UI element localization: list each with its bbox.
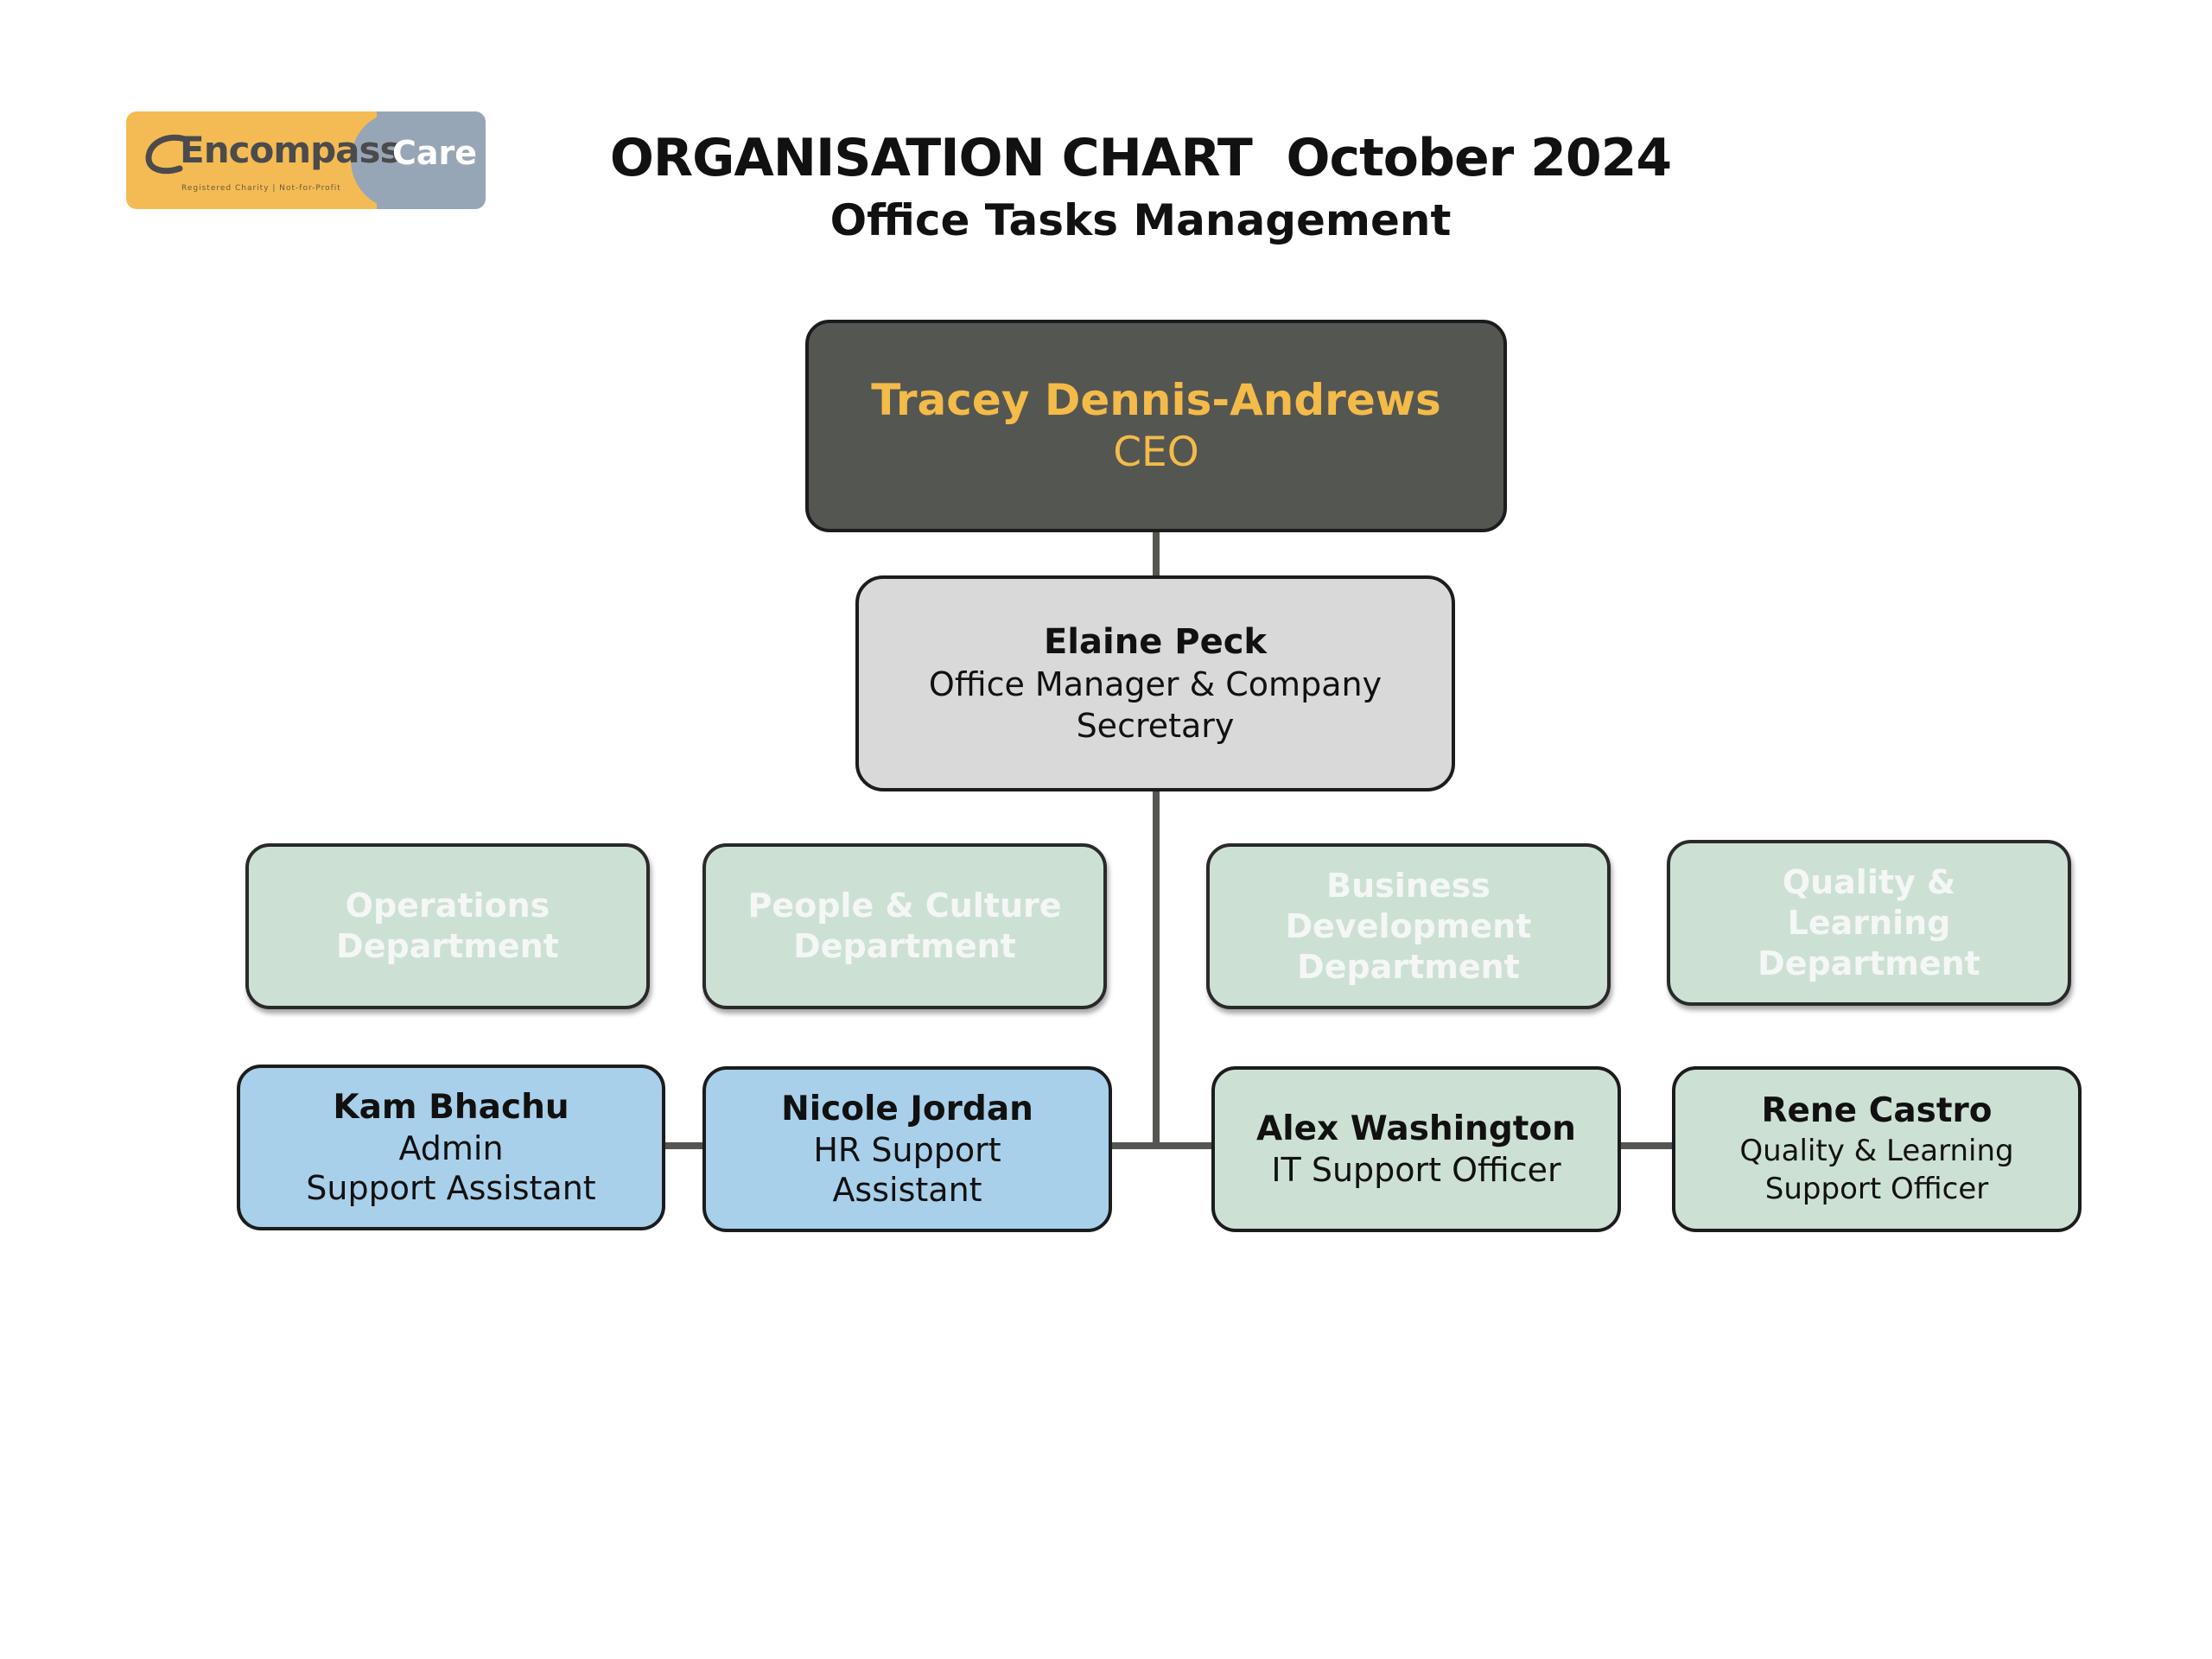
department-business-development: Business Development Department <box>1206 843 1611 1009</box>
connector-horizontal-right <box>1154 1142 1215 1149</box>
staff-name: Nicole Jordan <box>781 1090 1033 1128</box>
department-label-line: Operations <box>345 887 550 925</box>
manager-name: Elaine Peck <box>1043 622 1268 662</box>
connector-alex-rene <box>1614 1142 1675 1149</box>
department-quality-learning: Quality & Learning Department <box>1667 840 2071 1006</box>
staff-nicole-jordan: Nicole Jordan HR Support Assistant <box>702 1066 1112 1232</box>
logo-orange-panel <box>126 111 377 209</box>
logo-swoosh-icon <box>145 134 188 175</box>
staff-rene-castro: Rene Castro Quality & Learning Support O… <box>1672 1066 2082 1232</box>
staff-alex-washington: Alex Washington IT Support Officer <box>1211 1066 1621 1232</box>
staff-role-line: HR Support <box>813 1131 1001 1169</box>
department-label-line: Quality & <box>1782 862 1956 901</box>
staff-role-line: Admin <box>398 1129 504 1167</box>
connector-manager-trunk <box>1153 790 1160 1149</box>
logo-care-text: Care <box>392 134 478 172</box>
manager-role-line: Secretary <box>1076 707 1235 745</box>
staff-name: Kam Bhachu <box>333 1088 569 1127</box>
staff-role-line: Support Officer <box>1764 1172 1989 1206</box>
staff-name: Rene Castro <box>1761 1091 1993 1130</box>
staff-role-line: Support Assistant <box>306 1169 596 1207</box>
department-label-line: Department <box>336 927 559 965</box>
connector-horizontal-left <box>1106 1142 1158 1149</box>
staff-role-line: Assistant <box>832 1171 982 1209</box>
department-label-line: Department <box>1297 947 1520 986</box>
staff-role-line: Quality & Learning <box>1739 1134 2014 1168</box>
manager-role-line: Office Manager & Company <box>928 665 1382 703</box>
department-people-culture: People & Culture Department <box>702 843 1107 1009</box>
connector-ceo-manager <box>1153 531 1160 579</box>
department-label-line: Development <box>1285 906 1532 945</box>
ceo-name: Tracey Dennis-Andrews <box>871 375 1441 425</box>
ceo-role: CEO <box>1113 429 1199 476</box>
department-label-line: Learning <box>1787 903 1951 942</box>
company-logo: Encompass Care Registered Charity | Not-… <box>126 111 486 209</box>
department-label-line: Business <box>1326 866 1491 905</box>
page-subtitle: Office Tasks Management <box>830 195 1452 245</box>
logo-tagline: Registered Charity | Not-for-Profit <box>181 184 341 193</box>
page-title: ORGANISATION CHART October 2024 <box>609 128 1672 188</box>
department-label-line: People & Culture <box>747 887 1062 925</box>
connector-kam-nicole <box>660 1142 703 1149</box>
department-label-line: Department <box>793 927 1016 965</box>
staff-name: Alex Washington <box>1256 1109 1576 1148</box>
staff-kam-bhachu: Kam Bhachu Admin Support Assistant <box>237 1065 665 1230</box>
logo-brand-text: Encompass <box>180 129 402 171</box>
staff-role-line: IT Support Officer <box>1271 1151 1561 1189</box>
ceo-box: Tracey Dennis-Andrews CEO <box>805 320 1507 532</box>
department-label-line: Department <box>1758 944 1980 982</box>
office-manager-box: Elaine Peck Office Manager & Company Sec… <box>855 575 1455 791</box>
department-operations: Operations Department <box>245 843 650 1009</box>
